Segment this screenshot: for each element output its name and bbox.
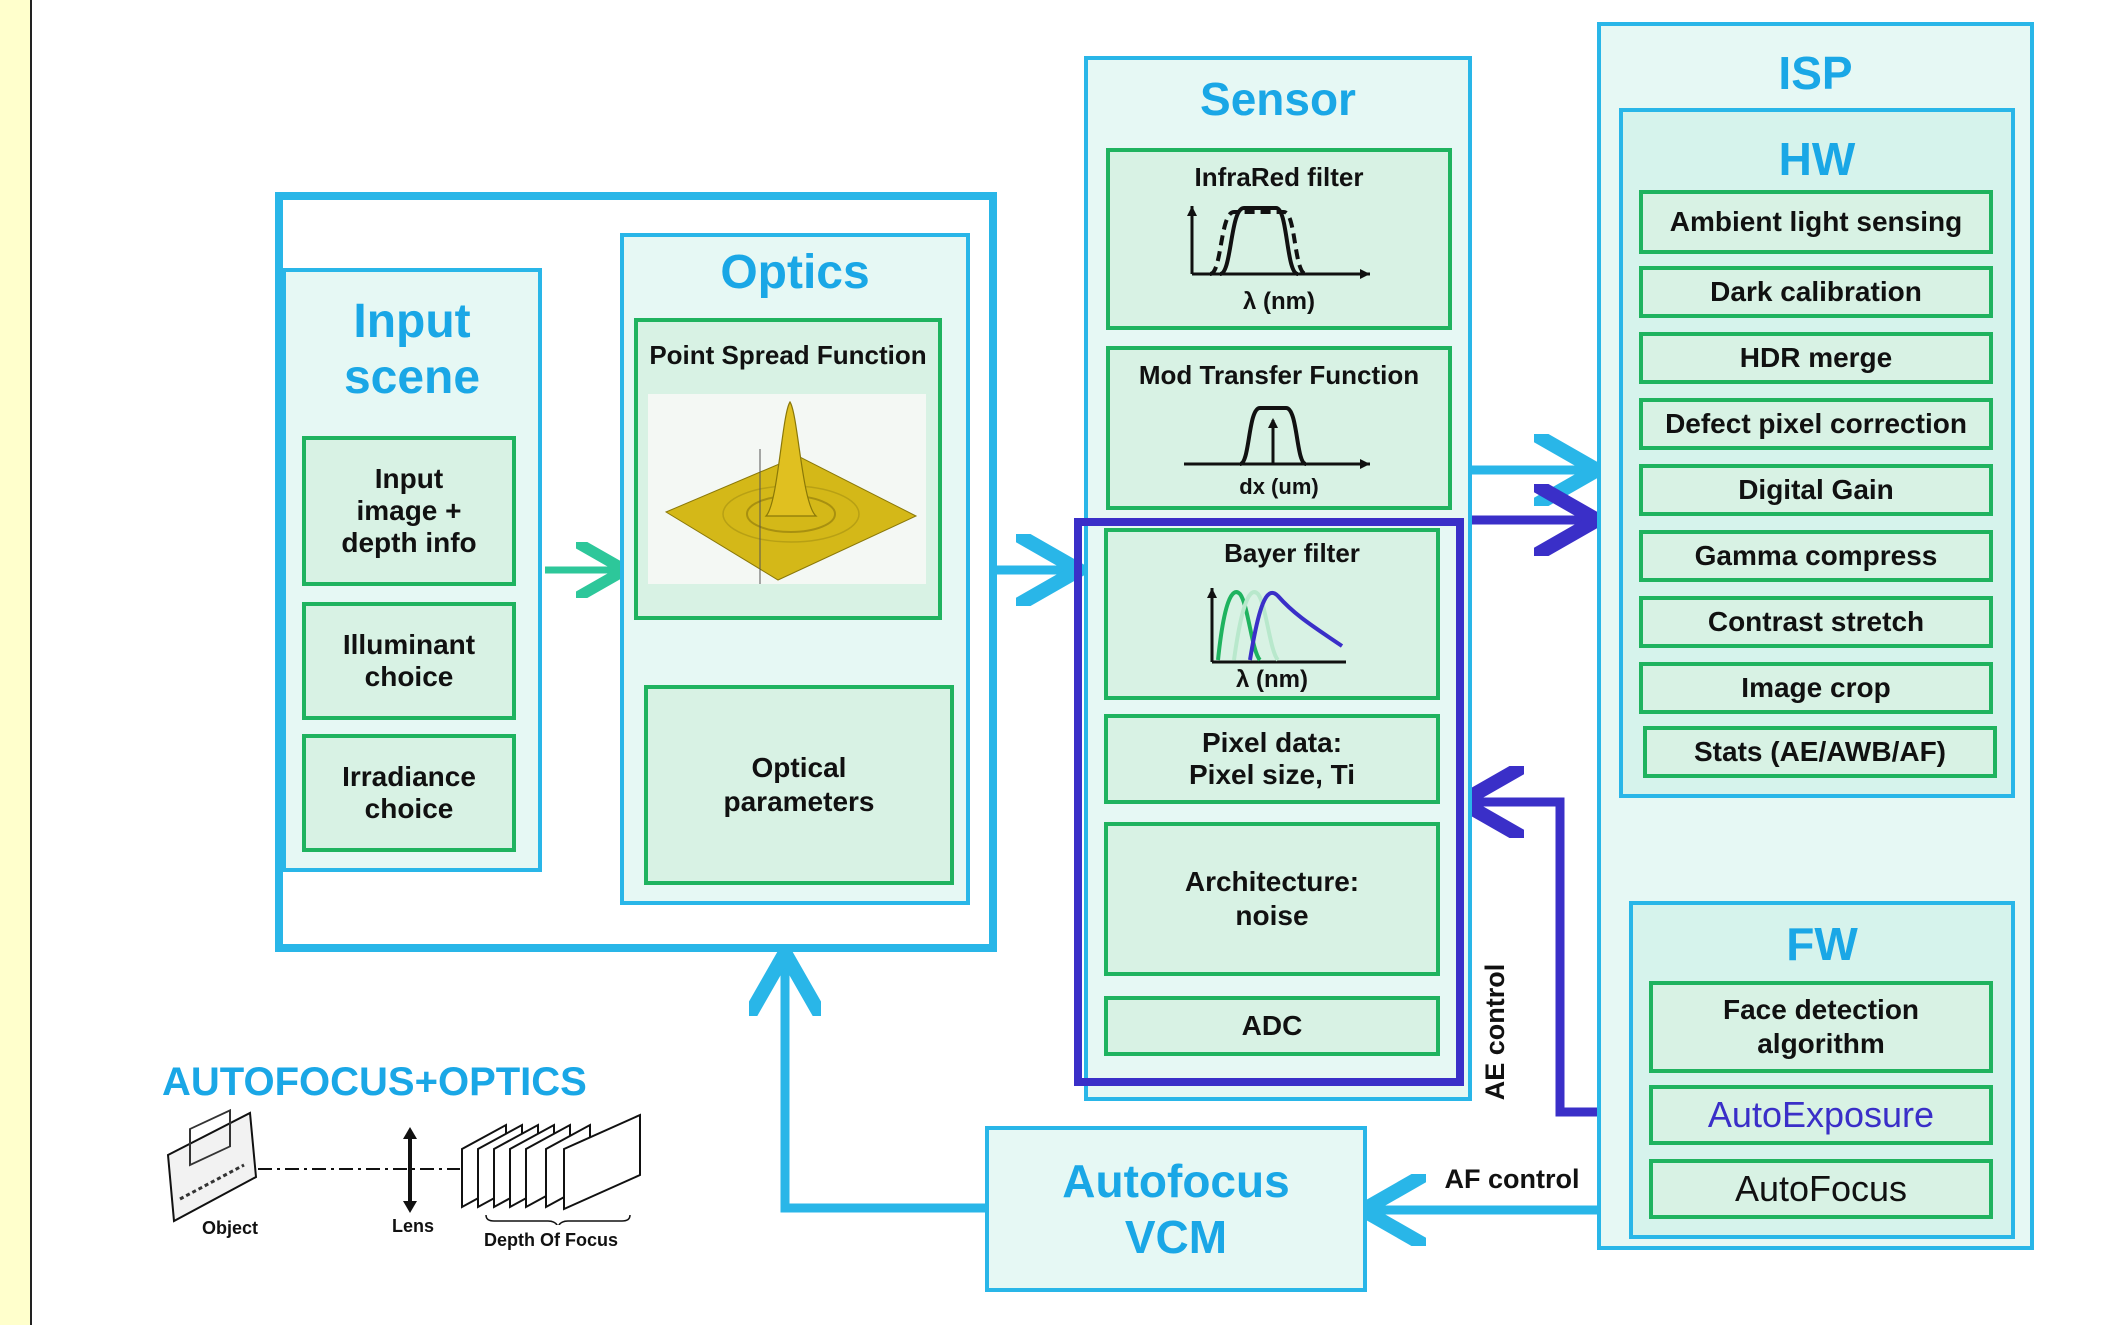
hw-item-contrast-stretch: Contrast stretch xyxy=(1639,596,1993,648)
illuminant-choice-box: Illuminant choice xyxy=(302,602,516,720)
psf-box: Point Spread Function xyxy=(634,318,942,620)
psf-surface-plot xyxy=(648,394,926,584)
psf-label: Point Spread Function xyxy=(649,340,927,370)
optical-system-frame xyxy=(275,192,997,952)
input-scene-title: Input scene xyxy=(286,294,538,406)
bayer-filter-label: Bayer filter xyxy=(1224,538,1360,568)
hw-item-ambient-light: Ambient light sensing xyxy=(1639,190,1993,254)
af-optics-title: AUTOFOCUS+OPTICS xyxy=(162,1060,587,1104)
bayer-filter-box: Bayer filter λ (nm) xyxy=(1104,528,1440,700)
ir-axis-label: λ (nm) xyxy=(1243,288,1315,315)
mtf-axis-label: dx (um) xyxy=(1239,474,1319,499)
pixel-data-box: Pixel data: Pixel size, Ti xyxy=(1104,714,1440,804)
sidebar-strip xyxy=(0,0,32,1325)
pixel-array-frame: Bayer filter λ (nm) Pixel data: Pixel si… xyxy=(1074,518,1464,1086)
architecture-noise-box: Architecture: noise xyxy=(1104,822,1440,976)
sensor-title: Sensor xyxy=(1200,73,1356,125)
arrow-vcm-to-optics xyxy=(785,962,985,1213)
object-label: Object xyxy=(202,1218,259,1238)
hw-item-dark-calibration: Dark calibration xyxy=(1639,266,1993,318)
optics-title: Optics xyxy=(720,246,870,299)
depth-of-focus-label: Depth Of Focus xyxy=(484,1230,618,1250)
af-control-label: AF control xyxy=(1444,1164,1580,1194)
mtf-graph xyxy=(1184,406,1370,469)
irradiance-choice-box: Irradiance choice xyxy=(302,734,516,852)
hw-title: HW xyxy=(1778,133,1856,185)
autofocus-vcm-line2: VCM xyxy=(1124,1211,1228,1263)
lens-arrow-icon xyxy=(403,1127,417,1213)
hw-panel: HW Ambient light sensing Dark calibratio… xyxy=(1619,108,2015,798)
optical-parameters-box: Optical parameters xyxy=(644,685,954,885)
hw-item-defect-pixel: Defect pixel correction xyxy=(1639,398,1993,450)
ae-control-label: AE control xyxy=(1480,963,1510,1101)
input-scene-title-line1: Input xyxy=(353,295,471,348)
optics-panel: Optics Point Spread Function Optical par… xyxy=(620,233,970,905)
auto-focus-box: AutoFocus xyxy=(1649,1159,1993,1219)
hw-item-stats: Stats (AE/AWB/AF) xyxy=(1643,726,1997,778)
ir-filter-box: InfraRed filter λ (nm) xyxy=(1106,148,1452,330)
hw-item-digital-gain: Digital Gain xyxy=(1639,464,1993,516)
input-scene-panel: Input scene Input image + depth info Ill… xyxy=(282,268,542,872)
depth-of-focus-planes-icon xyxy=(461,1113,641,1211)
mtf-label: Mod Transfer Function xyxy=(1138,360,1420,390)
adc-box: ADC xyxy=(1104,996,1440,1056)
autofocus-vcm-line1: Autofocus xyxy=(1062,1155,1290,1207)
ir-filter-graph xyxy=(1187,206,1370,279)
isp-panel: ISP HW Ambient light sensing Dark calibr… xyxy=(1597,22,2034,1250)
face-detection-box: Face detection algorithm xyxy=(1649,981,1993,1073)
hw-item-image-crop: Image crop xyxy=(1639,662,1993,714)
autofocus-vcm-box: Autofocus VCM xyxy=(985,1126,1367,1292)
object-target-icon xyxy=(166,1108,258,1223)
bayer-axis-label: λ (nm) xyxy=(1236,666,1308,693)
fw-panel: FW Face detection algorithm AutoExposure… xyxy=(1629,901,2015,1239)
isp-title: ISP xyxy=(1778,47,1853,99)
bayer-spectral-graph xyxy=(1207,588,1346,664)
af-optics-illustration xyxy=(166,1108,641,1225)
input-scene-title-line2: scene xyxy=(343,351,481,404)
auto-exposure-box: AutoExposure xyxy=(1649,1085,1993,1145)
input-image-depth-box: Input image + depth info xyxy=(302,436,516,586)
hw-item-gamma-compress: Gamma compress xyxy=(1639,530,1993,582)
mtf-box: Mod Transfer Function dx (um) xyxy=(1106,346,1452,510)
fw-title: FW xyxy=(1786,918,1858,970)
hw-item-hdr-merge: HDR merge xyxy=(1639,332,1993,384)
ir-filter-label: InfraRed filter xyxy=(1194,162,1364,192)
lens-label: Lens xyxy=(392,1216,435,1236)
